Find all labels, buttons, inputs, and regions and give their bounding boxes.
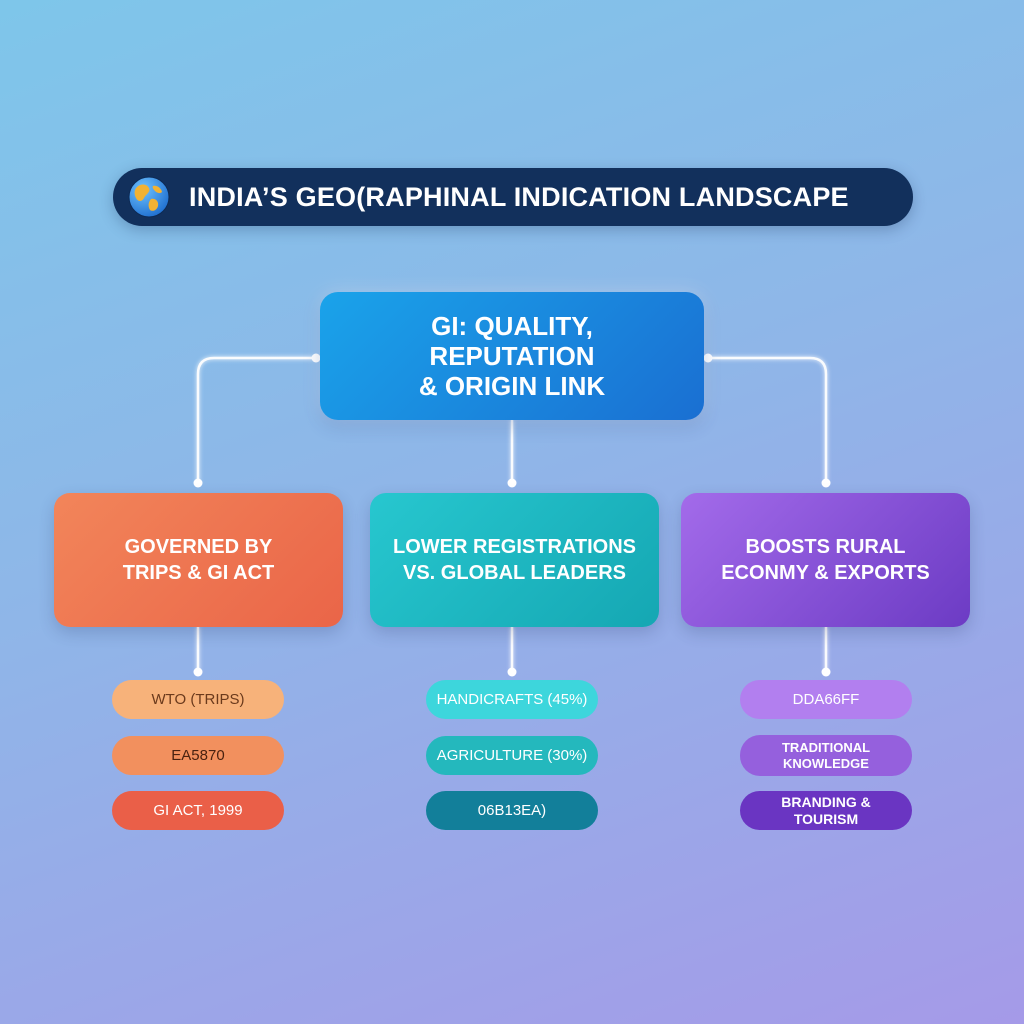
item-pill: TRADITIONAL KNOWLEDGE — [740, 735, 912, 776]
item-pill: AGRICULTURE (30%) — [426, 736, 598, 775]
category-line2: ECONMY & EXPORTS — [721, 562, 930, 584]
item-pill: WTO (TRIPS) — [112, 680, 284, 719]
connector-dot — [193, 478, 203, 488]
page-title: INDIA’S GEO(RAPHINAL INDICATION LANDSCAP… — [189, 182, 849, 212]
globe-icon — [128, 176, 170, 218]
item-pill-label: GI ACT, 1999 — [153, 802, 243, 819]
item-pill-label-line2: KNOWLEDGE — [783, 755, 869, 771]
title-banner: INDIA’S GEO(RAPHINAL INDICATION LANDSCAP… — [113, 168, 913, 226]
category-line1: LOWER REGISTRATIONS — [393, 536, 636, 558]
root-node-line2: & ORIGIN LINK — [418, 371, 606, 401]
item-pill-label: HANDICRAFTS (45%) — [436, 691, 588, 708]
connector-root-right — [708, 356, 828, 483]
item-pill-label-line1: TRADITIONAL — [781, 739, 871, 755]
item-pill-label: 06B13EA) — [477, 802, 547, 819]
connector-dot — [193, 667, 203, 677]
category-line2: TRIPS & GI ACT — [122, 562, 275, 584]
category-line2: VS. GLOBAL LEADERS — [403, 562, 626, 584]
category-line1: GOVERNED BY — [124, 536, 273, 558]
connector-dot — [507, 667, 517, 677]
category-line1: BOOSTS RURAL — [745, 536, 906, 558]
connector-dot — [821, 478, 831, 488]
category-lower-registrations: LOWER REGISTRATIONS VS. GLOBAL LEADERS — [370, 493, 659, 627]
item-pill: BRANDING & TOURISM — [740, 791, 912, 830]
category-boosts-rural: BOOSTS RURAL ECONMY & EXPORTS — [681, 493, 970, 627]
item-pill-label: AGRICULTURE (30%) — [436, 747, 588, 764]
item-pill-label: EA5870 — [171, 747, 225, 764]
root-node: GI: QUALITY, REPUTATION & ORIGIN LINK — [320, 292, 704, 420]
root-node-line1: GI: QUALITY, REPUTATION — [429, 311, 595, 371]
item-pill-label: WTO (TRIPS) — [151, 691, 245, 708]
item-pill: 06B13EA) — [426, 791, 598, 830]
item-pill: HANDICRAFTS (45%) — [426, 680, 598, 719]
connector-dot — [507, 478, 517, 488]
connector-dot — [703, 353, 713, 363]
connector-root-left — [196, 356, 316, 483]
connector-dot — [821, 667, 831, 677]
item-pill-label: BRANDING & TOURISM — [781, 793, 871, 827]
item-pill-label: DDA66FF — [792, 691, 860, 708]
item-pill: DDA66FF — [740, 680, 912, 719]
item-pill: EA5870 — [112, 736, 284, 775]
category-governed-by: GOVERNED BY TRIPS & GI ACT — [54, 493, 343, 627]
item-pill: GI ACT, 1999 — [112, 791, 284, 830]
